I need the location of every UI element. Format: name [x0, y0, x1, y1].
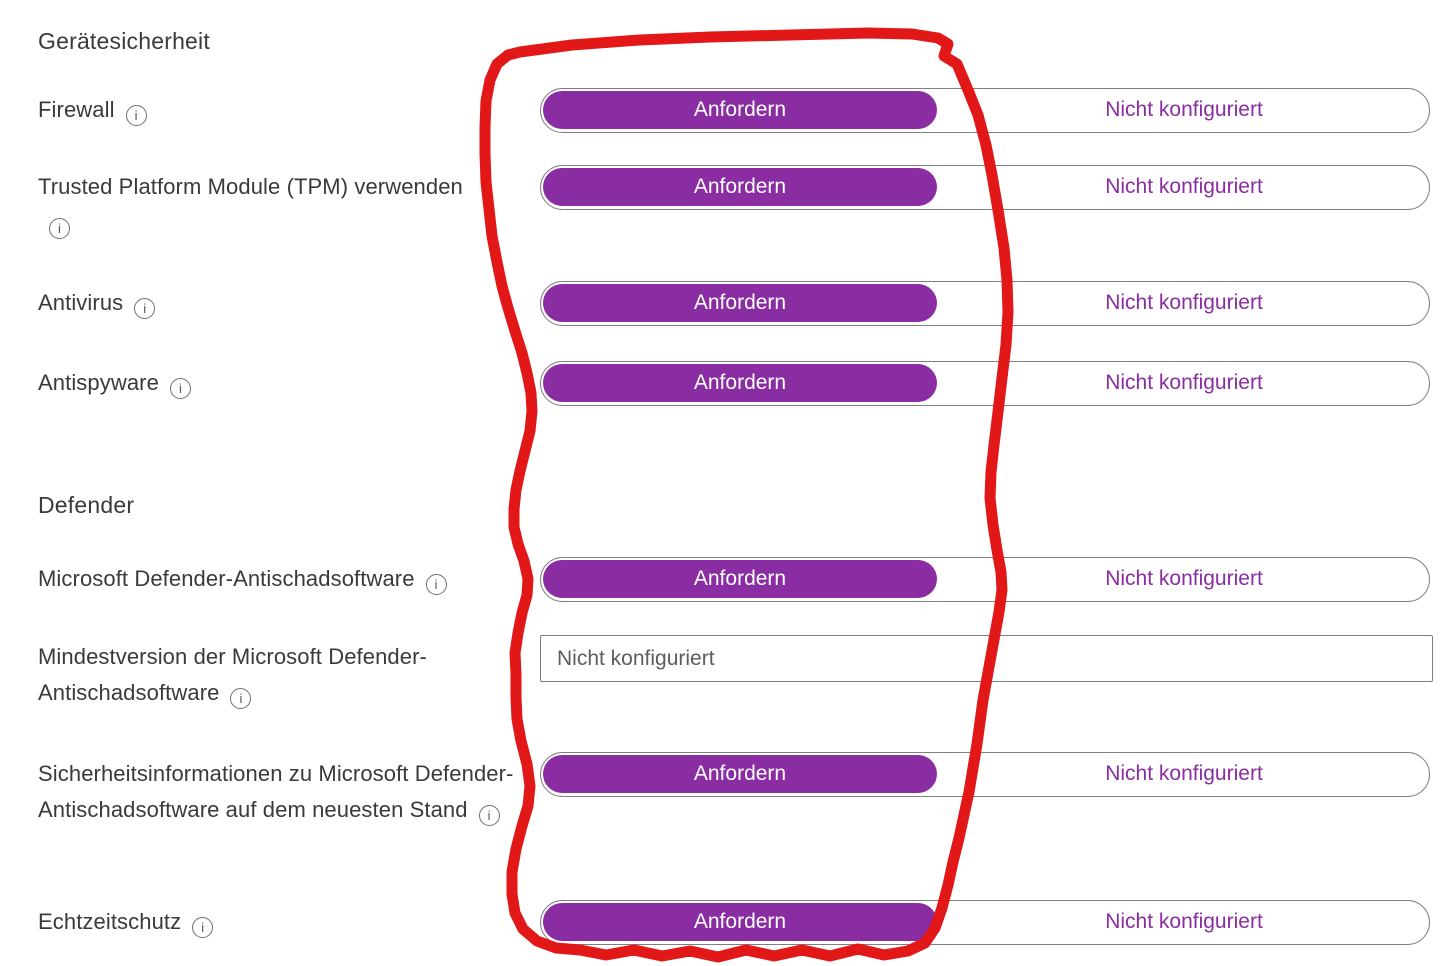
antispyware-require-option[interactable]: Anfordern [543, 364, 937, 402]
info-icon[interactable] [192, 917, 214, 938]
antivirus-not-configured-option[interactable]: Nicht konfiguriert [1105, 291, 1263, 314]
tpm-toggle[interactable]: Anfordern Nicht konfiguriert [540, 165, 1430, 210]
defender-antimalware-toggle[interactable]: Anfordern Nicht konfiguriert [540, 557, 1430, 602]
row-tpm: Trusted Platform Module (TPM) verwenden … [0, 165, 1454, 239]
info-icon[interactable] [49, 218, 70, 239]
firewall-label: Firewall [38, 92, 147, 128]
defender-signatures-require-option[interactable]: Anfordern [543, 755, 937, 793]
tpm-require-option[interactable]: Anfordern [543, 168, 937, 206]
section-header-defender: Defender [38, 492, 135, 518]
tpm-label: Trusted Platform Module (TPM) verwenden [38, 169, 468, 241]
antispyware-not-configured-option[interactable]: Nicht konfiguriert [1105, 371, 1263, 394]
firewall-toggle[interactable]: Anfordern Nicht konfiguriert [540, 88, 1430, 133]
defender-signatures-not-configured-option[interactable]: Nicht konfiguriert [1105, 762, 1263, 785]
defender-signatures-label: Sicherheitsinformationen zu Microsoft De… [38, 756, 538, 828]
antivirus-require-option[interactable]: Anfordern [543, 284, 937, 322]
antivirus-toggle[interactable]: Anfordern Nicht konfiguriert [540, 281, 1430, 326]
realtime-protection-not-configured-option[interactable]: Nicht konfiguriert [1105, 910, 1263, 933]
antivirus-label: Antivirus [38, 285, 156, 321]
info-icon[interactable] [169, 378, 191, 399]
row-defender-antimalware: Microsoft Defender-Antischadsoftware Anf… [0, 557, 1454, 602]
realtime-protection-toggle[interactable]: Anfordern Nicht konfiguriert [540, 900, 1430, 945]
info-icon[interactable] [134, 298, 156, 319]
realtime-protection-require-option[interactable]: Anfordern [543, 903, 937, 941]
tpm-not-configured-option[interactable]: Nicht konfiguriert [1105, 175, 1263, 198]
firewall-not-configured-option[interactable]: Nicht konfiguriert [1105, 98, 1263, 121]
defender-signatures-toggle[interactable]: Anfordern Nicht konfiguriert [540, 752, 1430, 797]
row-realtime-protection: Echtzeitschutz Anfordern Nicht konfiguri… [0, 900, 1454, 945]
antispyware-label: Antispyware [38, 365, 191, 401]
info-icon[interactable] [478, 805, 500, 826]
defender-min-version-input[interactable] [540, 635, 1433, 682]
defender-antimalware-label: Microsoft Defender-Antischadsoftware [38, 561, 447, 597]
firewall-require-option[interactable]: Anfordern [543, 91, 937, 129]
row-defender-signatures-up-to-date: Sicherheitsinformationen zu Microsoft De… [0, 752, 1454, 826]
info-icon[interactable] [230, 688, 252, 709]
defender-min-version-label: Mindestversion der Microsoft Defender-An… [38, 639, 548, 711]
realtime-protection-label: Echtzeitschutz [38, 904, 214, 940]
row-firewall: Firewall Anfordern Nicht konfiguriert [0, 88, 1454, 133]
row-defender-min-version: Mindestversion der Microsoft Defender-An… [0, 635, 1454, 709]
info-icon[interactable] [125, 105, 147, 126]
section-header-geraetesicherheit: Gerätesicherheit [38, 28, 210, 54]
info-icon[interactable] [425, 574, 447, 595]
defender-antimalware-require-option[interactable]: Anfordern [543, 560, 937, 598]
defender-antimalware-not-configured-option[interactable]: Nicht konfiguriert [1105, 567, 1263, 590]
antispyware-toggle[interactable]: Anfordern Nicht konfiguriert [540, 361, 1430, 406]
row-antispyware: Antispyware Anfordern Nicht konfiguriert [0, 361, 1454, 406]
row-antivirus: Antivirus Anfordern Nicht konfiguriert [0, 281, 1454, 326]
